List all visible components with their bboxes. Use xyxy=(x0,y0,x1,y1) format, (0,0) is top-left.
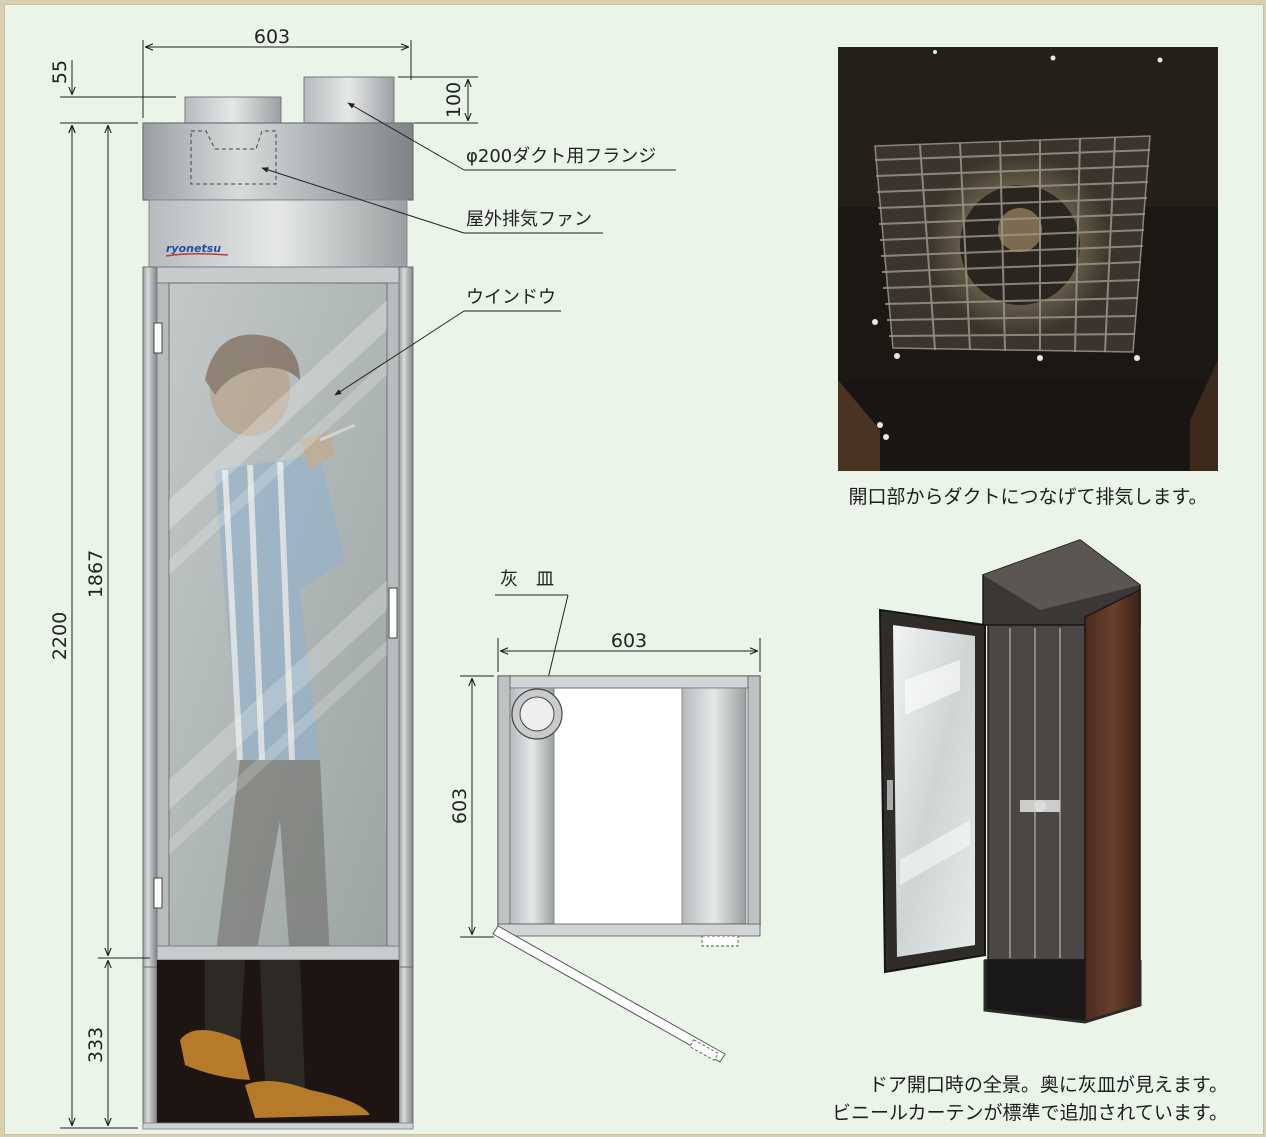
upper-height-dimension: 1867 xyxy=(85,550,107,598)
total-height-dimension: 2200 xyxy=(49,612,71,660)
brand-logo: ryonetsu xyxy=(166,242,221,255)
plan-view xyxy=(492,675,761,1063)
lower-hinge xyxy=(153,877,163,909)
left-leg xyxy=(142,966,158,1128)
right-leg xyxy=(398,966,414,1128)
door-left-stile xyxy=(156,282,170,947)
door-bottom-rail xyxy=(156,945,400,961)
lower-height-dimension: 333 xyxy=(85,1027,107,1063)
fan-housing xyxy=(142,122,414,201)
window-label: ウインドウ xyxy=(466,287,556,308)
header-panel xyxy=(148,199,408,268)
right-panel xyxy=(681,687,747,925)
callouts: φ200ダクト用フランジ 屋外排気ファン ウインドウ 灰 皿 xyxy=(261,102,676,713)
fan-outline xyxy=(190,130,277,185)
duct-flange xyxy=(303,76,395,124)
ashtray-label: 灰 皿 xyxy=(500,569,554,590)
door-top-rail xyxy=(156,266,400,284)
upper-hinge xyxy=(153,322,163,354)
width-dimension: 603 xyxy=(254,26,290,48)
booth-photo xyxy=(878,539,1142,1024)
exhaust-fan-label: 屋外排気ファン xyxy=(466,209,592,230)
small-flange xyxy=(184,96,282,124)
door-handle xyxy=(388,587,398,639)
plan-dimensions: 603 603 xyxy=(449,630,761,938)
front-dimensions: 603 55 100 2200 1867 333 xyxy=(49,26,478,1129)
left-post xyxy=(142,266,158,968)
flange-height-dimension: 100 xyxy=(443,82,465,118)
open-door xyxy=(492,925,726,1063)
booth-photo-caption-line2: ビニールカーテンが標準で追加されています。 xyxy=(832,1102,1228,1124)
plan-depth-dimension: 603 xyxy=(449,788,471,824)
flange-offset-dimension: 55 xyxy=(49,60,71,84)
plan-width-dimension: 603 xyxy=(611,630,647,652)
brand-logo-swoosh xyxy=(165,252,229,257)
duct-flange-label: φ200ダクト用フランジ xyxy=(466,146,656,167)
front-elevation: ryonetsu xyxy=(142,76,414,1130)
right-post xyxy=(398,266,414,968)
booth-photo-caption-line1: ドア開口時の全景。奥に灰皿が見えます。 xyxy=(869,1074,1228,1096)
fan-photo xyxy=(838,47,1218,471)
fan-photo-caption: 開口部からダクトにつなげて排気します。 xyxy=(848,486,1207,508)
person-illustration xyxy=(205,334,356,960)
